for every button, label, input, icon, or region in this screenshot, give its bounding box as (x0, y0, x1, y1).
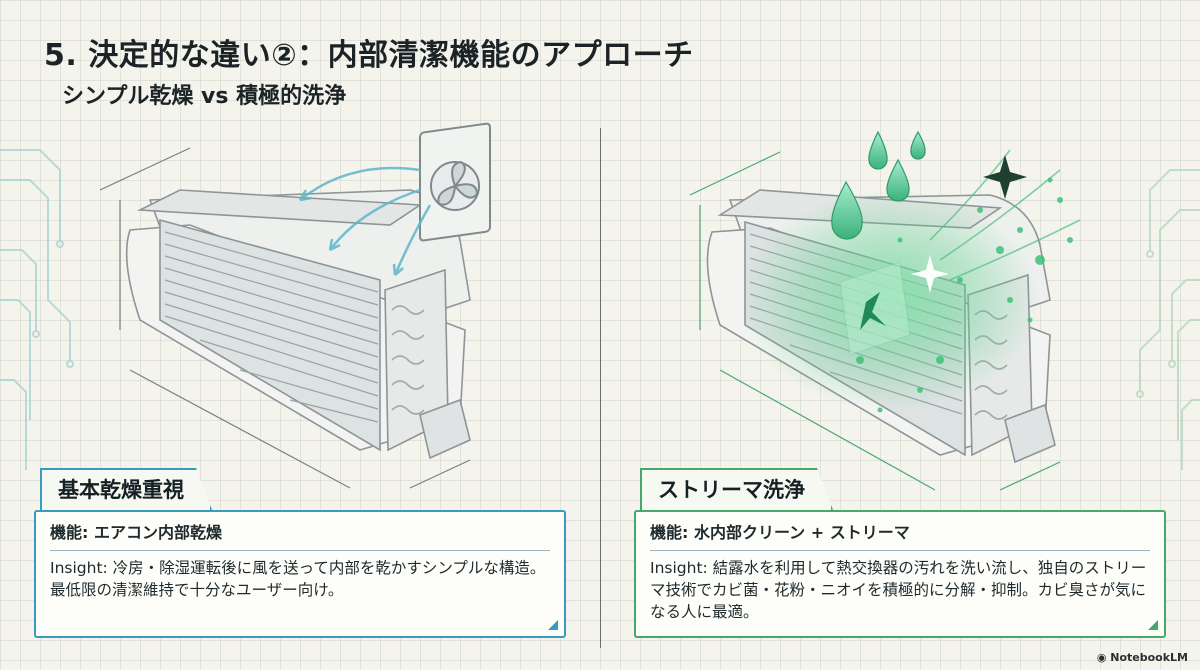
left-insight-text: Insight: 冷房・除湿運転後に風を送って内部を乾かすシンプルな構造。最低限… (50, 559, 546, 599)
right-card-separator (650, 550, 1150, 551)
streamer-arcs (929, 149, 1081, 281)
left-info-card: 機能: エアコン内部乾燥 Insight: 冷房・除湿運転後に風を送って内部を乾… (34, 510, 566, 638)
sparkle-icon (983, 155, 1027, 199)
water-drop-icon (831, 130, 926, 240)
circuit-traces-right (1136, 169, 1200, 470)
left-function-text: 機能: エアコン内部乾燥 (50, 523, 222, 542)
streamer-particles (856, 177, 1073, 413)
notebooklm-logo-text: NotebookLM (1110, 651, 1188, 664)
airflow-arrows (298, 166, 432, 276)
notebooklm-logo-icon: ◉ (1096, 651, 1111, 664)
notebooklm-logo: ◉ NotebookLM (1097, 651, 1188, 664)
sparkle-bright-icon (911, 255, 949, 293)
fan-icon (419, 122, 491, 242)
right-label-tab: ストリーマ洗浄 (640, 468, 833, 510)
right-card-corner-mark (1148, 620, 1158, 630)
left-heat-exchanger-illustration (99, 147, 471, 489)
right-function-text: 機能: 水内部クリーン + ストリーマ (650, 523, 910, 542)
page-subtitle: シンプル乾燥 vs 積極的洗浄 (62, 84, 347, 109)
right-info-card: 機能: 水内部クリーン + ストリーマ Insight: 結露水を利用して熱交換… (634, 510, 1166, 638)
circuit-traces-left (0, 149, 74, 470)
center-divider (600, 128, 601, 648)
left-card-corner-mark (548, 620, 558, 630)
page-title: 5. 決定的な違い②：内部清潔機能のアプローチ (44, 38, 694, 73)
left-label-tab: 基本乾燥重視 (40, 468, 212, 510)
right-insight-text: Insight: 結露水を利用して熱交換器の汚れを洗い流し、独自のストリーマ技術… (650, 559, 1147, 621)
left-card-separator (50, 550, 550, 551)
streamer-emblem-icon (839, 261, 911, 356)
